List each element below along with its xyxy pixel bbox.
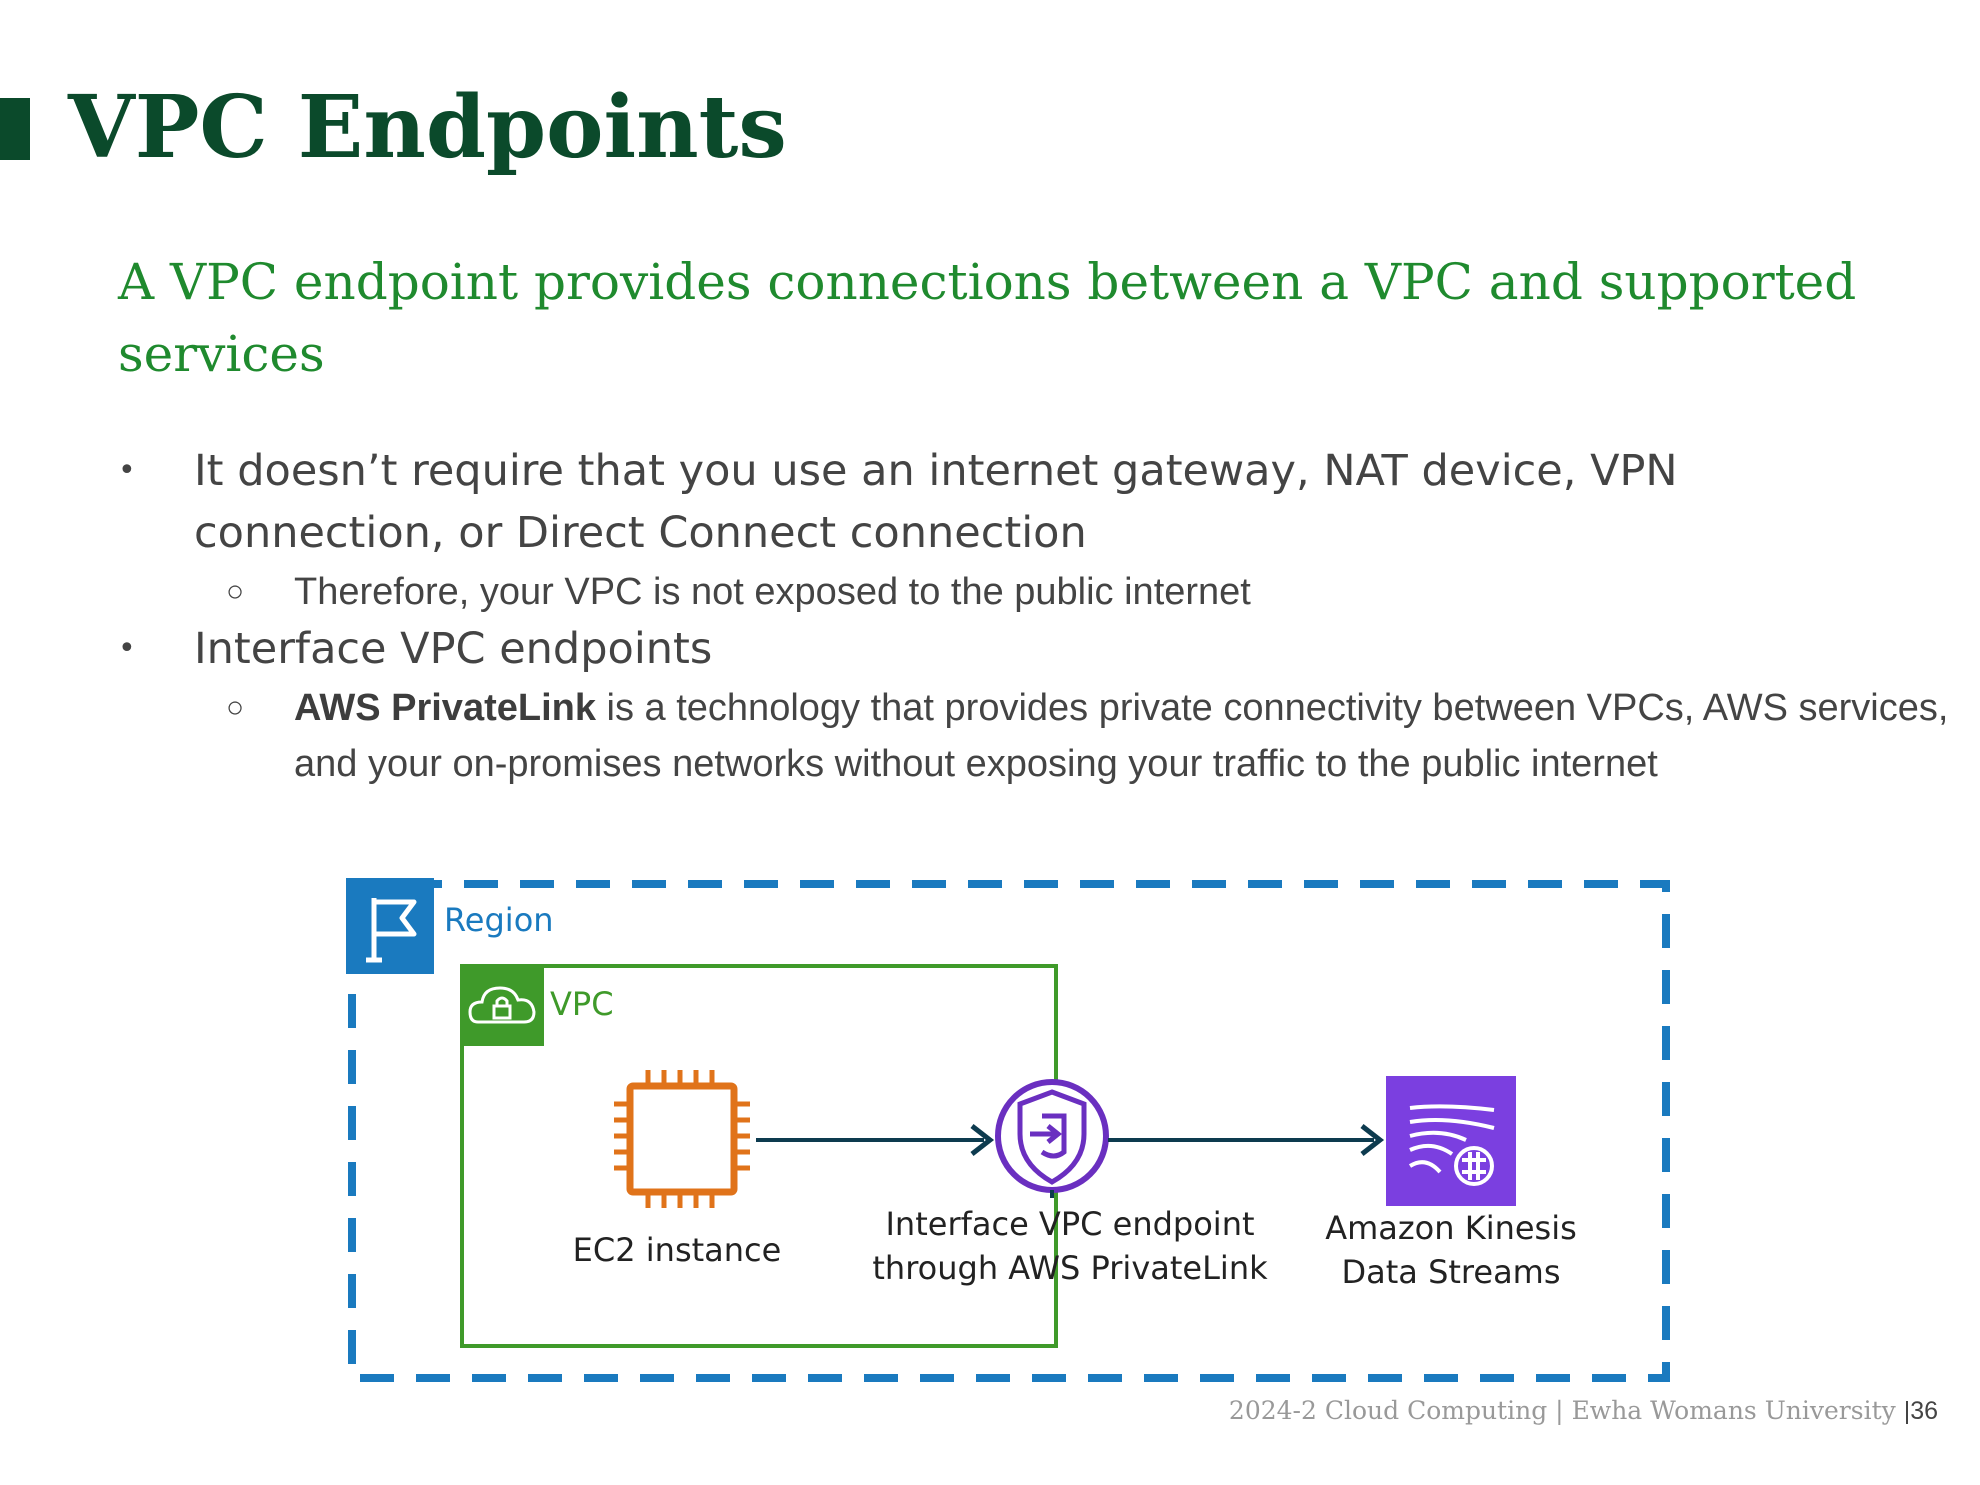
kinesis-label-line: Amazon Kinesis [1325,1209,1577,1247]
footer-course: 2024-2 Cloud Computing [1228,1396,1548,1425]
endpoint-label: Interface VPC endpoint through AWS Priva… [870,1202,1270,1290]
endpoint-label-line: through AWS PrivateLink [872,1249,1268,1287]
bullet-marker: • [118,631,136,666]
privatelink-description: is a technology that provides private co… [294,687,1949,785]
kinesis-label: Amazon Kinesis Data Streams [1296,1206,1606,1294]
sub-bullet-text: Therefore, your VPC is not exposed to th… [294,571,1251,613]
kinesis-icon [1386,1076,1516,1206]
region-label: Region [444,901,554,939]
footer-separator: | [1555,1396,1564,1425]
ec2-label: EC2 instance [572,1231,782,1269]
slide-subtitle: A VPC endpoint provides connections betw… [118,253,1857,383]
vpc-label: VPC [550,985,614,1023]
bullet-text: Interface VPC endpoints [194,624,713,674]
kinesis-label-line: Data Streams [1341,1253,1561,1291]
page-title: VPC Endpoints [68,77,787,178]
bullet-marker: • [118,453,136,488]
privatelink-term: AWS PrivateLink [294,687,596,729]
endpoint-label-line: Interface VPC endpoint [885,1205,1255,1243]
shield-endpoint-icon [995,1079,1109,1198]
title-accent-bar [0,98,30,160]
sub-bullet-marker: ○ [226,575,245,608]
sub-bullet-text: AWS PrivateLink is a technology that pro… [294,680,1954,792]
footer-university: Ewha Womans University [1571,1396,1896,1425]
slide-footer: 2024-2 Cloud Computing | Ewha Womans Uni… [1229,1396,1938,1426]
page-number: 36 [1910,1397,1938,1425]
flag-icon [346,878,434,974]
region-boundary [348,880,1670,1382]
arrow-ec2-to-endpoint [756,1124,995,1156]
footer-page-separator: | [1903,1397,1911,1425]
bullet-text: It doesn’t require that you use an inter… [194,446,1678,558]
arrow-endpoint-to-kinesis [1108,1124,1385,1156]
chip-icon [614,1070,750,1208]
cloud-lock-icon [460,964,544,1046]
sub-bullet-marker: ○ [226,691,245,724]
